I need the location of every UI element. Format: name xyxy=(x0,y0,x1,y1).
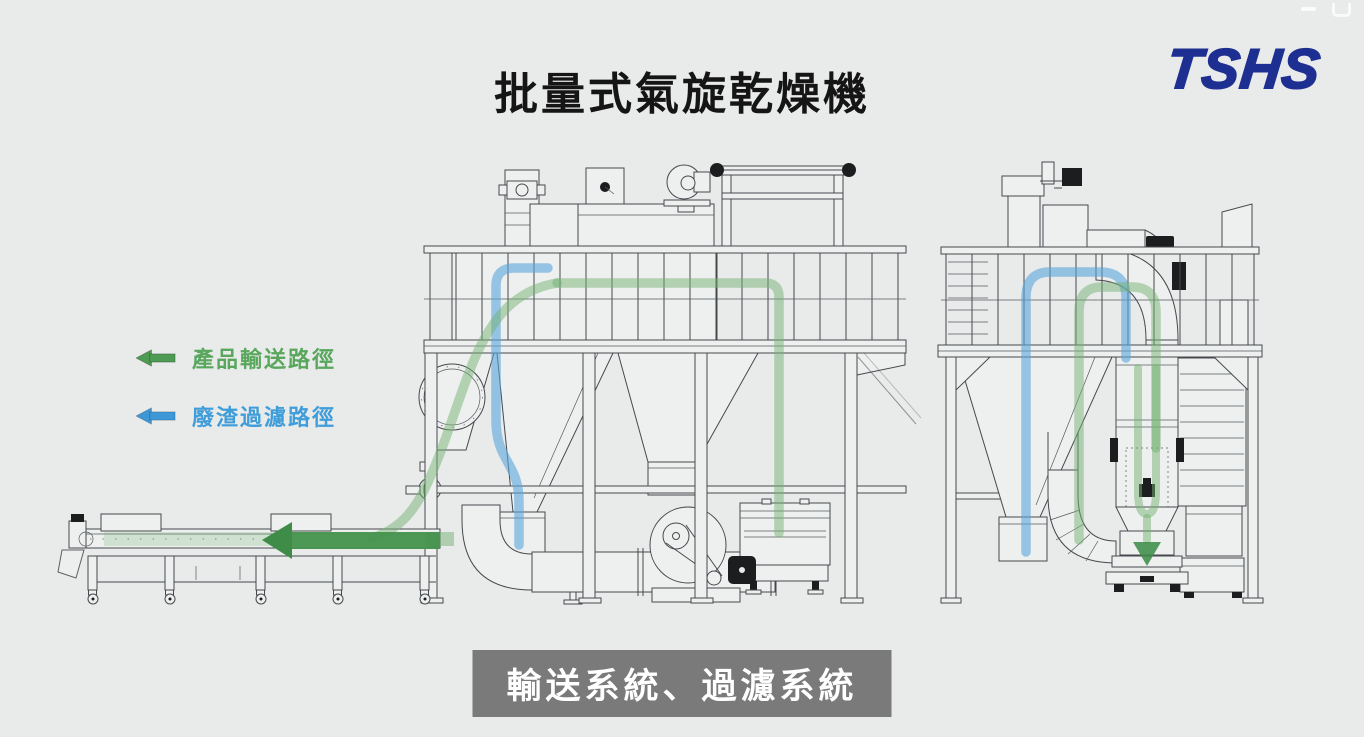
side-box xyxy=(1185,505,1243,557)
vibrating-discharge xyxy=(739,498,831,595)
left-arrow-icon xyxy=(136,407,176,425)
right-machine xyxy=(937,161,1264,604)
waste-path-left xyxy=(491,263,553,550)
faint-loop-mark xyxy=(1332,3,1351,17)
conveyor-drive-motor xyxy=(68,520,87,549)
left-machine xyxy=(405,163,922,605)
blower-motor xyxy=(728,556,756,584)
hopper-2 xyxy=(617,352,759,463)
legend-item-waste: 廢渣過濾路徑 xyxy=(136,400,336,432)
flow-legend: 產品輸送路徑 廢渣過濾路徑 xyxy=(136,342,336,458)
product-path-left-horizontal xyxy=(552,278,784,538)
louver-panel xyxy=(1177,357,1247,507)
outfeed-conveyor xyxy=(57,513,441,605)
conveyor-legs xyxy=(87,555,431,605)
left-machine-understructure xyxy=(405,339,922,605)
product-arrow-shaft xyxy=(290,532,440,549)
filter-tower-head xyxy=(1007,195,1041,249)
roller-gantry xyxy=(710,163,856,249)
legend-label-waste: 廢渣過濾路徑 xyxy=(192,405,337,430)
product-arrow-head xyxy=(262,522,292,559)
section-caption: 輸送系統、過濾系統 xyxy=(472,650,892,717)
left-arrow-icon xyxy=(136,349,176,367)
flow-overlays xyxy=(104,263,1161,566)
page-title: 批量式氣旋乾燥機 xyxy=(494,70,870,119)
ladder-rungs xyxy=(948,261,988,335)
legend-item-product: 產品輸送路徑 xyxy=(136,342,336,374)
elbow-duct xyxy=(1095,247,1179,341)
side-panel xyxy=(1221,203,1253,251)
product-path-right-outer xyxy=(1074,282,1161,545)
legend-label-product: 產品輸送路徑 xyxy=(192,347,337,372)
left-machine-railing xyxy=(423,245,907,340)
right-machine-understructure xyxy=(937,344,1264,604)
discharge-chute xyxy=(57,549,85,579)
drive-motor xyxy=(1062,168,1082,186)
product-arrow-down xyxy=(1133,542,1161,566)
top-blower-fan xyxy=(663,164,711,213)
belt-box-2 xyxy=(270,513,332,532)
belt-box-1 xyxy=(100,513,162,532)
product-path-left-curve xyxy=(367,278,562,543)
faint-dash-mark xyxy=(1301,7,1316,11)
